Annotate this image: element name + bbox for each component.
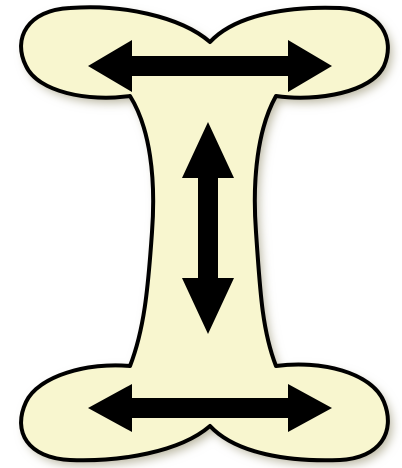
bone-diagram — [0, 0, 402, 468]
